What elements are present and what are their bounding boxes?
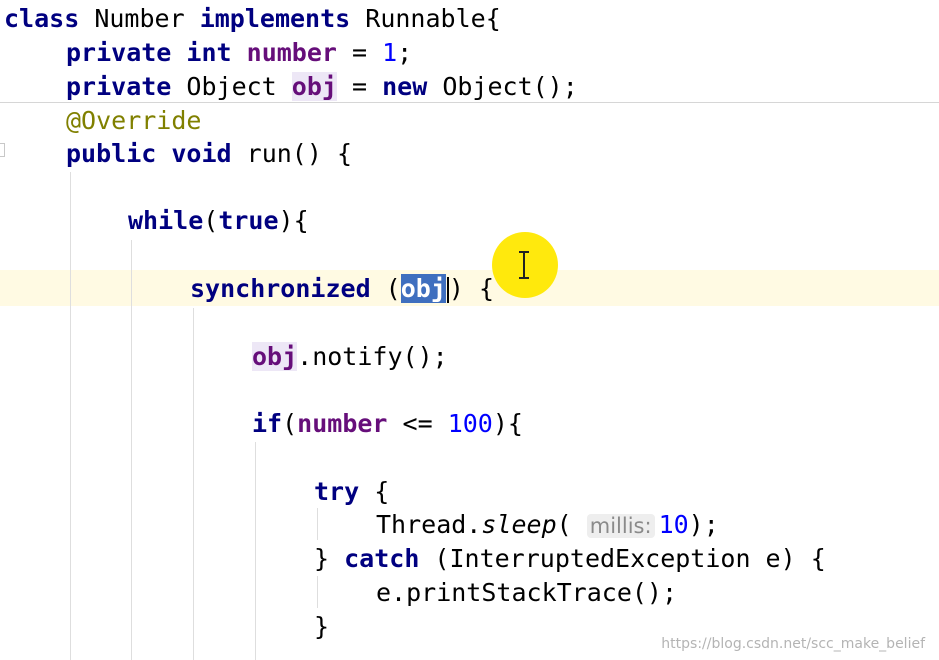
gutter-override-marker bbox=[0, 143, 5, 157]
i-beam-cursor-icon bbox=[517, 251, 531, 279]
brace-close: } bbox=[314, 544, 345, 573]
indent-guide bbox=[255, 442, 256, 660]
method-call-print-stack-trace: e.printStackTrace(); bbox=[376, 578, 678, 607]
keyword-private: private bbox=[66, 72, 172, 101]
code-line-field-number[interactable]: private int number = 1; bbox=[66, 36, 412, 70]
keyword-while: while bbox=[128, 206, 204, 235]
code-line-class-declaration[interactable]: class Number implements Runnable{ bbox=[4, 2, 501, 36]
paren-open: ( bbox=[556, 510, 572, 539]
paren-open: ( bbox=[282, 409, 298, 438]
compare-operator: <= bbox=[387, 409, 448, 438]
method-signature: run() { bbox=[246, 139, 353, 168]
code-line-try[interactable]: try { bbox=[314, 475, 389, 509]
watermark: https://blog.csdn.net/scc_make_belief bbox=[661, 636, 925, 652]
keyword-new: new bbox=[382, 72, 428, 101]
type-object: Object bbox=[186, 72, 277, 101]
paren-close-brace: ){ bbox=[278, 206, 309, 235]
method-sleep: sleep bbox=[481, 510, 557, 539]
code-line-sleep[interactable]: Thread.sleep( millis:10); bbox=[376, 508, 719, 542]
selected-text[interactable]: obj bbox=[400, 274, 446, 303]
code-line-notify[interactable]: obj.notify(); bbox=[252, 340, 448, 374]
keyword-public: public bbox=[66, 139, 157, 168]
keyword-catch: catch bbox=[344, 544, 420, 573]
field-number: number bbox=[297, 409, 388, 438]
catch-parameters: (InterruptedException e) { bbox=[419, 544, 826, 573]
keyword-class: class bbox=[4, 4, 80, 33]
assign-operator: = bbox=[336, 38, 383, 67]
code-line-if[interactable]: if(number <= 100){ bbox=[252, 407, 523, 441]
code-line-method-declaration[interactable]: public void run() { bbox=[66, 137, 352, 171]
number-literal: 1 bbox=[382, 38, 398, 67]
code-line-annotation[interactable]: @Override bbox=[66, 104, 201, 138]
method-call-notify: .notify(); bbox=[297, 342, 448, 371]
code-line-catch[interactable]: } catch (InterruptedException e) { bbox=[314, 542, 826, 576]
field-obj: obj bbox=[252, 342, 298, 371]
keyword-try: try bbox=[314, 477, 360, 506]
keyword-implements: implements bbox=[199, 4, 351, 33]
parameter-hint-millis: millis: bbox=[586, 514, 655, 538]
annotation-override: @Override bbox=[66, 106, 202, 135]
number-literal: 10 bbox=[658, 510, 689, 539]
constructor-call: Object(); bbox=[442, 72, 578, 101]
keyword-if: if bbox=[252, 409, 283, 438]
keyword-synchronized: synchronized bbox=[190, 274, 371, 303]
paren-open: ( bbox=[203, 206, 219, 235]
code-line-field-obj[interactable]: private Object obj = new Object(); bbox=[66, 70, 578, 104]
paren-close-brace: ){ bbox=[492, 409, 523, 438]
keyword-private: private bbox=[66, 38, 172, 67]
brace-open: { bbox=[359, 477, 390, 506]
indent-guide bbox=[70, 172, 71, 660]
interface-name: Runnable{ bbox=[365, 4, 501, 33]
class-name: Number bbox=[94, 4, 185, 33]
paren-close-semicolon: ); bbox=[688, 510, 719, 539]
paren-close-brace: ) { bbox=[448, 274, 495, 303]
field-obj: obj bbox=[400, 274, 446, 303]
code-line-close-brace[interactable]: } bbox=[314, 610, 329, 644]
indent-guide bbox=[193, 308, 194, 660]
paren-open: ( bbox=[370, 274, 401, 303]
keyword-true: true bbox=[218, 206, 279, 235]
code-line-print-stack-trace[interactable]: e.printStackTrace(); bbox=[376, 576, 677, 610]
indent-guide bbox=[317, 576, 318, 608]
brace-close: } bbox=[314, 612, 330, 641]
code-line-synchronized[interactable]: synchronized (obj) { bbox=[190, 272, 494, 306]
indent-guide bbox=[317, 508, 318, 540]
class-thread: Thread. bbox=[376, 510, 482, 539]
indent-guide bbox=[131, 240, 132, 660]
keyword-int: int bbox=[186, 38, 232, 67]
semicolon: ; bbox=[397, 38, 413, 67]
number-literal: 100 bbox=[447, 409, 493, 438]
keyword-void: void bbox=[171, 139, 232, 168]
field-obj: obj bbox=[291, 72, 337, 101]
code-line-while[interactable]: while(true){ bbox=[128, 204, 309, 238]
current-line-highlight bbox=[0, 270, 939, 306]
text-caret bbox=[446, 277, 449, 303]
assign-operator: = bbox=[336, 72, 383, 101]
field-number: number bbox=[246, 38, 337, 67]
method-separator bbox=[0, 102, 939, 103]
